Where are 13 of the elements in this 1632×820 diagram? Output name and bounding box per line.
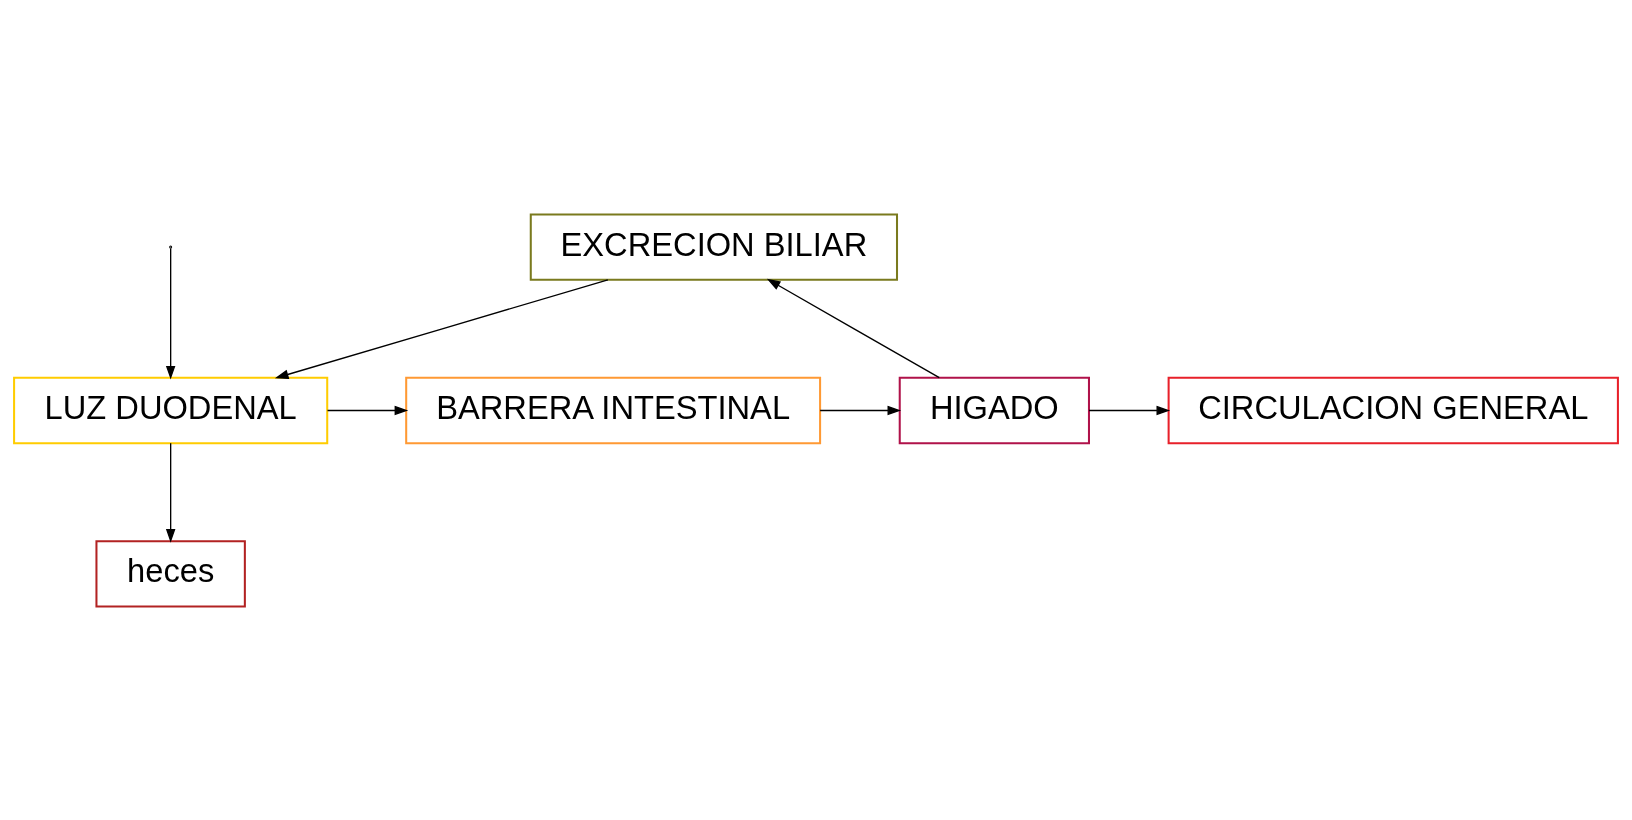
arrow bbox=[274, 278, 609, 379]
node-box: LUZ DUODENAL bbox=[13, 376, 329, 444]
node-box: EXCRECION BILIAR bbox=[529, 212, 899, 281]
arrow bbox=[165, 442, 176, 543]
node-box: BARRERA INTESTINAL bbox=[405, 376, 822, 444]
arrow bbox=[326, 405, 409, 415]
arrow bbox=[819, 405, 902, 415]
arrow bbox=[766, 278, 940, 378]
node-box: heces bbox=[95, 539, 246, 608]
node-box: CIRCULACION GENERAL bbox=[1167, 376, 1619, 444]
node-box: HIGADO bbox=[898, 376, 1090, 444]
arrow bbox=[165, 247, 176, 380]
arrow bbox=[1088, 405, 1171, 415]
